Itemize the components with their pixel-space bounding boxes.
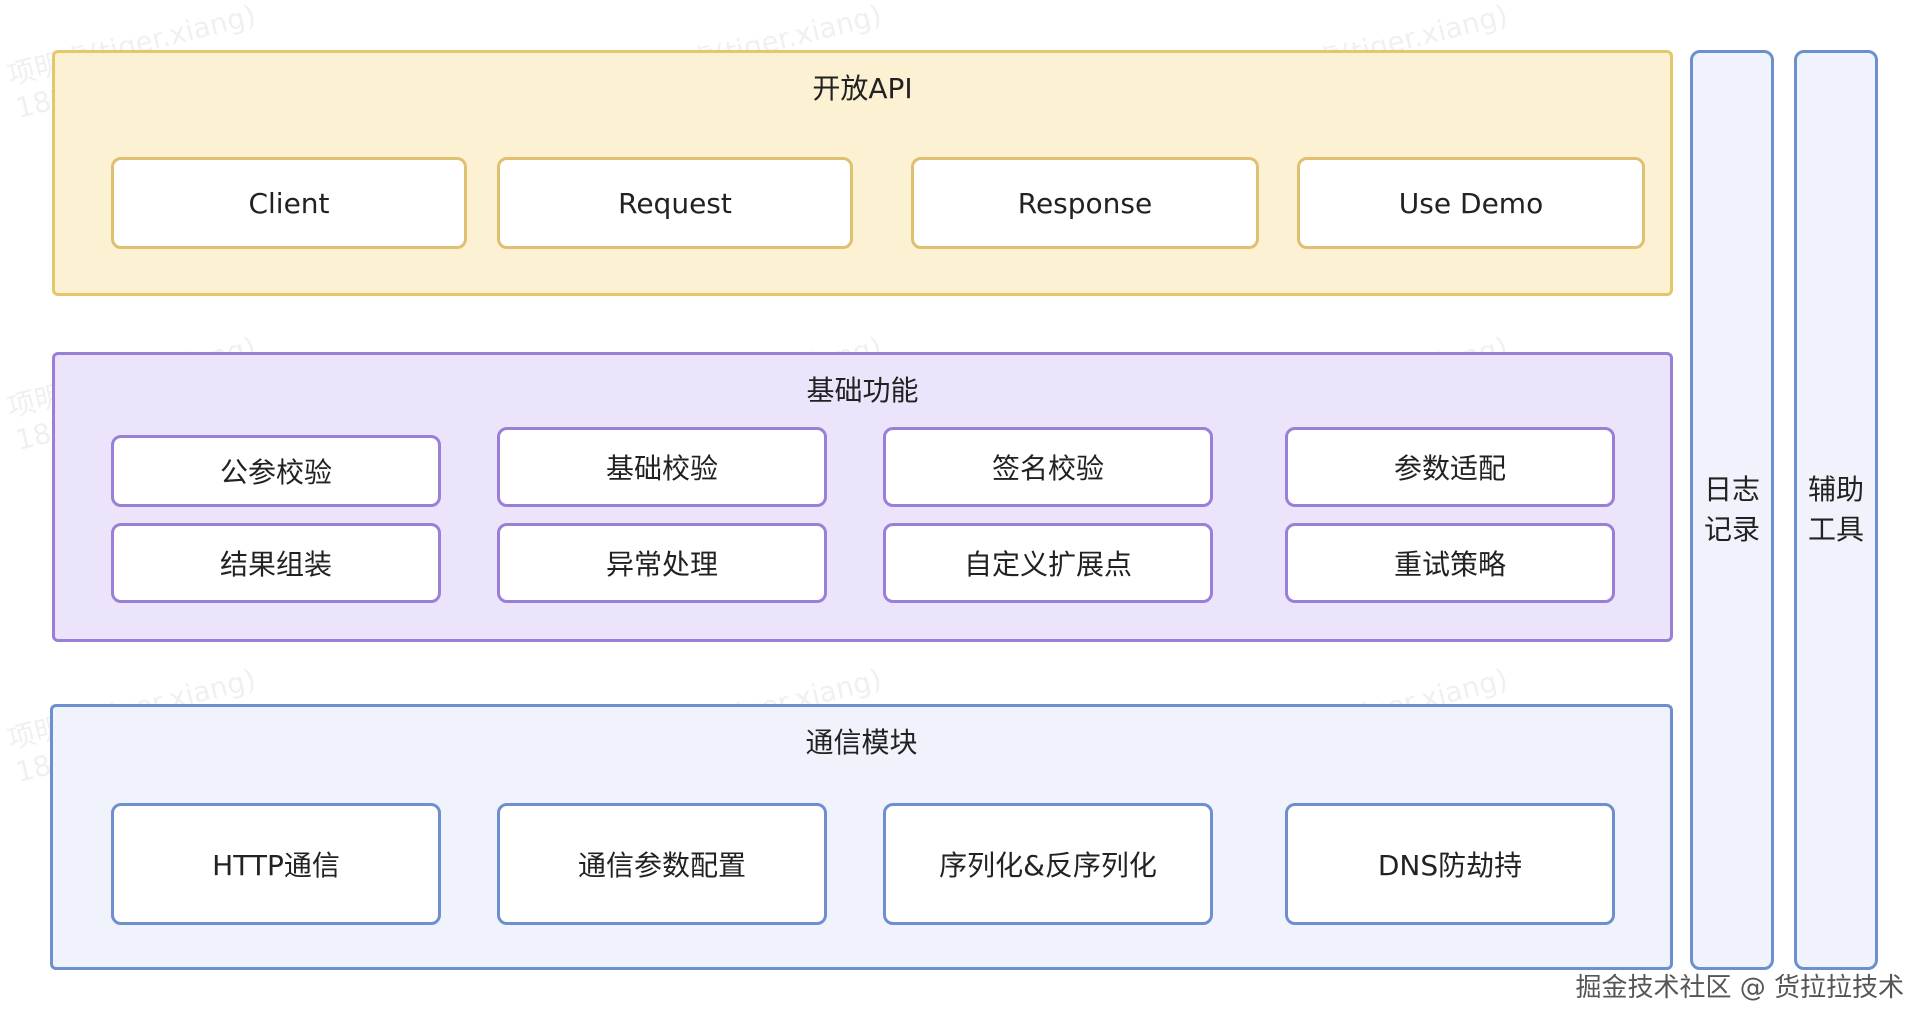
module-serialization: 序列化&反序列化: [883, 803, 1213, 925]
layer-title-open-api: 开放API: [812, 72, 913, 105]
layer-open-api: 开放API Client Request Response Use Demo: [52, 50, 1673, 296]
side-column-tools: 辅助 工具: [1794, 50, 1878, 970]
module-use-demo: Use Demo: [1297, 157, 1645, 249]
module-retry-strategy: 重试策略: [1285, 523, 1615, 603]
module-exception-handling: 异常处理: [497, 523, 827, 603]
module-public-param-check: 公参校验: [111, 435, 441, 507]
module-result-assembly: 结果组装: [111, 523, 441, 603]
side-logging-line2: 记录: [1703, 513, 1760, 546]
module-request: Request: [497, 157, 853, 249]
module-dns-anti-hijack: DNS防劫持: [1285, 803, 1615, 925]
side-tools-line2: 工具: [1807, 513, 1864, 546]
side-tools-line1: 辅助: [1807, 473, 1864, 506]
layer-base-functions: 基础功能 公参校验 基础校验 签名校验 参数适配 结果组装 异常处理 自定义扩展…: [52, 352, 1673, 642]
layer-title-base-functions: 基础功能: [806, 374, 919, 407]
module-http-communication: HTTP通信: [111, 803, 441, 925]
module-param-adapter: 参数适配: [1285, 427, 1615, 507]
module-response: Response: [911, 157, 1259, 249]
module-basic-check: 基础校验: [497, 427, 827, 507]
module-comm-param-config: 通信参数配置: [497, 803, 827, 925]
side-logging-line1: 日志: [1703, 473, 1760, 506]
module-signature-check: 签名校验: [883, 427, 1213, 507]
footer-credit: 掘金技术社区 @ 货拉拉技术: [1575, 973, 1904, 1003]
module-custom-extension-point: 自定义扩展点: [883, 523, 1213, 603]
side-column-logging: 日志 记录: [1690, 50, 1774, 970]
layer-title-communication: 通信模块: [805, 726, 918, 759]
module-client: Client: [111, 157, 467, 249]
layer-communication: 通信模块 HTTP通信 通信参数配置 序列化&反序列化 DNS防劫持: [50, 704, 1673, 970]
